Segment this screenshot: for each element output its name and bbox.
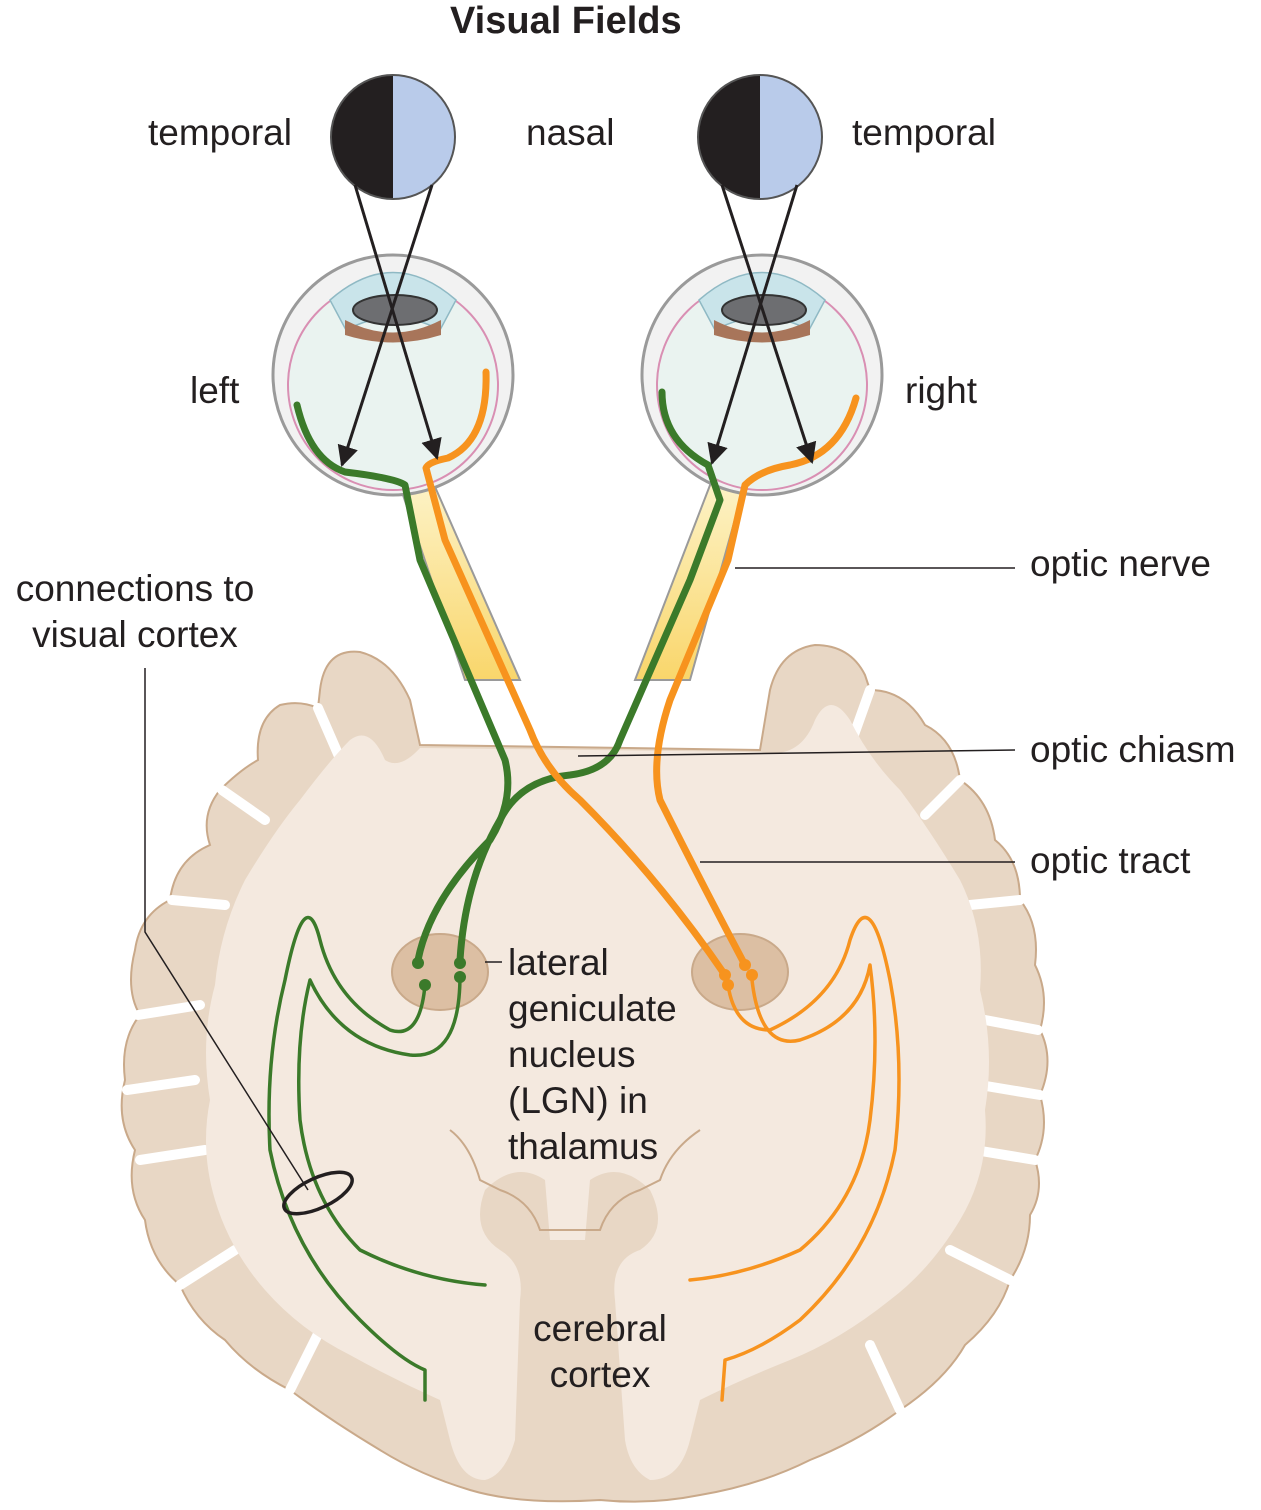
nasal-field-half	[393, 75, 455, 199]
brain-white-matter	[206, 705, 989, 1480]
nasal-field-half	[760, 75, 822, 199]
nasal-field-label: nasal	[526, 112, 615, 153]
temporal-field-half	[331, 75, 393, 199]
eyeball-right	[640, 253, 884, 497]
lgn-line-5: thalamus	[508, 1126, 659, 1167]
cerebral-cortex-line-2: cortex	[549, 1354, 651, 1395]
lgn-right	[691, 933, 789, 1011]
lgn-label: lateral geniculate nucleus (LGN) in thal…	[508, 940, 677, 1170]
optic-chiasm-label: optic chiasm	[1030, 729, 1236, 770]
right-eye-pathway	[422, 368, 901, 1402]
lgn-line-3: nucleus	[508, 1034, 636, 1075]
lgn-line-1: lateral	[508, 942, 609, 983]
lgn-line-4: (LGN) in	[508, 1080, 648, 1121]
right-temporal-field-label: temporal	[852, 112, 996, 153]
visual-field-right	[697, 74, 823, 200]
diagram-title: Visual Fields	[450, 0, 682, 42]
brain-section	[120, 643, 1049, 1503]
cortex-connections-line-2: visual cortex	[32, 614, 238, 655]
optic-chiasm-leader	[577, 749, 1016, 757]
cortex-connections-line-1: connections to	[15, 568, 255, 609]
eyeball-left	[271, 253, 515, 497]
leader-lines	[144, 567, 1016, 1191]
cortex-connections-ring	[282, 1170, 354, 1216]
optic-tract-label: optic tract	[1030, 840, 1191, 881]
lgn-left	[391, 933, 489, 1011]
lens	[352, 294, 438, 326]
lgn-synapses	[412, 957, 758, 991]
cortex-connections-leader	[144, 668, 309, 1191]
light-ray-arrows	[337, 184, 817, 467]
optic-nerve-label: optic nerve	[1030, 543, 1211, 584]
lgn-line-2: geniculate	[508, 988, 677, 1029]
left-temporal-field-label: temporal	[148, 112, 292, 153]
left-eye-label: left	[190, 370, 240, 411]
cerebral-cortex-line-1: cerebral	[533, 1308, 667, 1349]
temporal-field-half	[698, 75, 760, 199]
cortex-connections-label: connections to visual cortex	[0, 566, 270, 658]
left-eye-pathway	[267, 388, 724, 1402]
visual-field-left	[330, 74, 456, 200]
midline-gap	[449, 1129, 701, 1231]
cerebral-cortex-label: cerebral cortex	[505, 1306, 695, 1398]
right-eye-label: right	[905, 370, 977, 411]
